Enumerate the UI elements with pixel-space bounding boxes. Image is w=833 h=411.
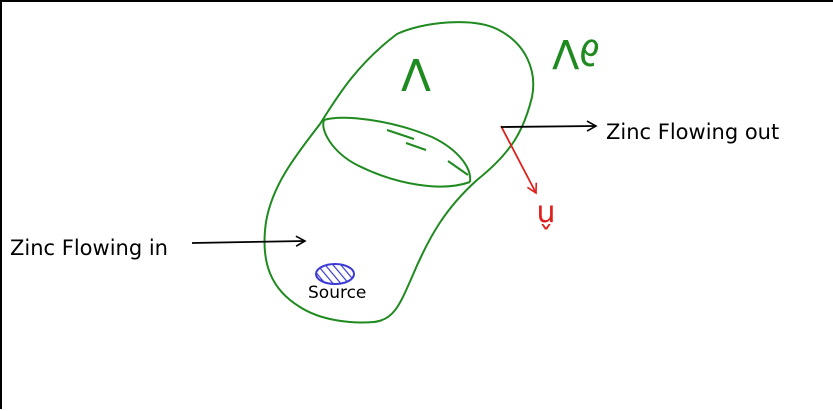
cross-section-dash (447, 160, 469, 176)
flow-in-arrow (191, 235, 307, 247)
volume-symbol: V (401, 48, 431, 99)
cross-section-dash (386, 129, 415, 140)
flow-out-label: Zinc Flowing out (606, 120, 780, 144)
cross-section-front (322, 119, 471, 188)
flow-out-arrow (500, 120, 598, 132)
flow-in-label: Zinc Flowing in (10, 236, 168, 260)
source-label: Source (308, 283, 367, 303)
control-volume-boundary (263, 21, 535, 324)
cross-section-back (323, 116, 472, 183)
cross-section-dash (405, 142, 427, 151)
source-region (315, 263, 355, 285)
normal-vector-arrow (500, 125, 538, 195)
boundary-symbol: ∂V (551, 30, 600, 76)
normal-vector-symbol: n̂ (536, 198, 555, 233)
